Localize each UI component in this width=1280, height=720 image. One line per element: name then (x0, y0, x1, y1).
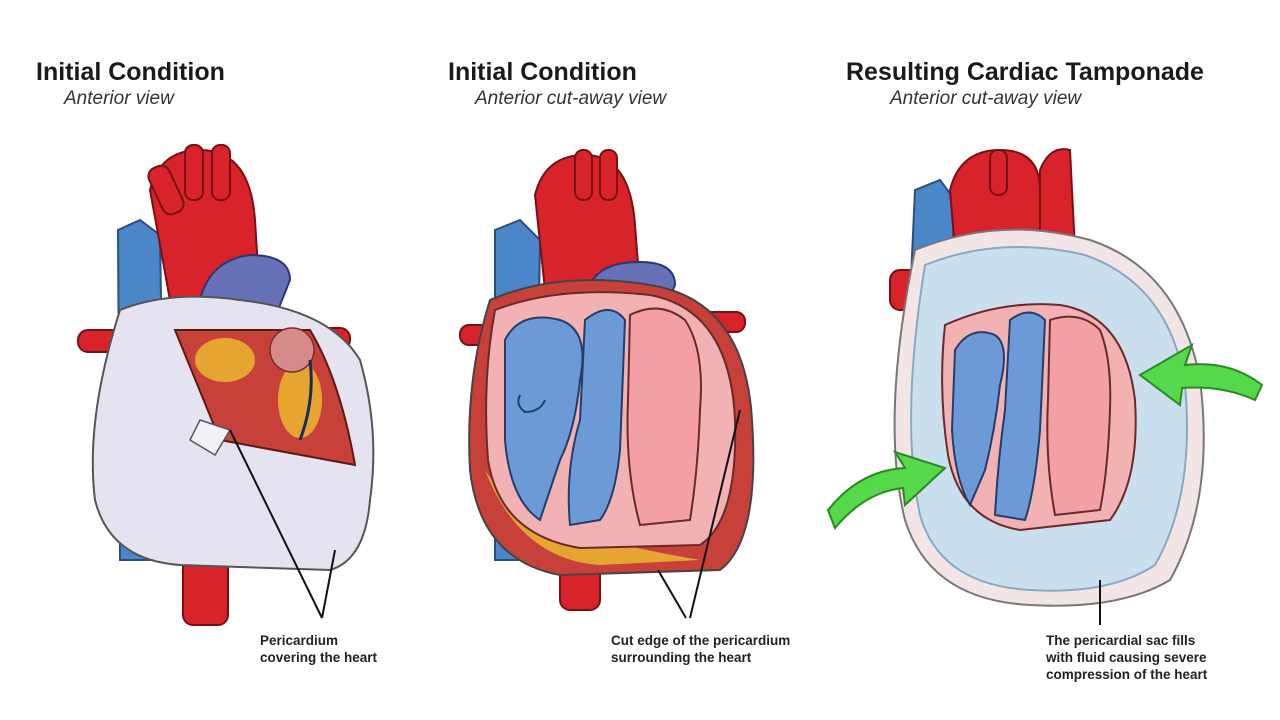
right-compression-arrow-icon (1138, 342, 1264, 407)
panel-3-caption-line-3: compression of the heart (1046, 667, 1208, 682)
panel-1-subtitle: Anterior view (64, 88, 174, 109)
panel-1-caption-line-2: covering the heart (260, 650, 378, 665)
left-compression-arrow-icon (826, 450, 947, 530)
panel-2-title: Initial Condition (448, 58, 637, 86)
panel-2-caption-line-2: surrounding the heart (611, 650, 752, 665)
panel-1-caption-line-1: Pericardium (260, 633, 339, 648)
panel-3-caption-line-1: The pericardial sac fills (1046, 633, 1196, 648)
panel-3-caption-line-2: with fluid causing severe (1046, 650, 1207, 665)
panel-2-caption-line-1: Cut edge of the pericardium (611, 633, 791, 648)
panel-3-subtitle: Anterior cut-away view (890, 88, 1082, 109)
panel-3-caption: The pericardial sac fills with fluid cau… (1046, 632, 1207, 683)
panel-1-title: Initial Condition (36, 58, 225, 86)
panel-2-caption: Cut edge of the pericardium surrounding … (611, 632, 790, 666)
panel-1-caption: Pericardium covering the heart (260, 632, 377, 666)
panel-3-title: Resulting Cardiac Tamponade (846, 58, 1204, 86)
panel-2-subtitle: Anterior cut-away view (475, 88, 667, 109)
